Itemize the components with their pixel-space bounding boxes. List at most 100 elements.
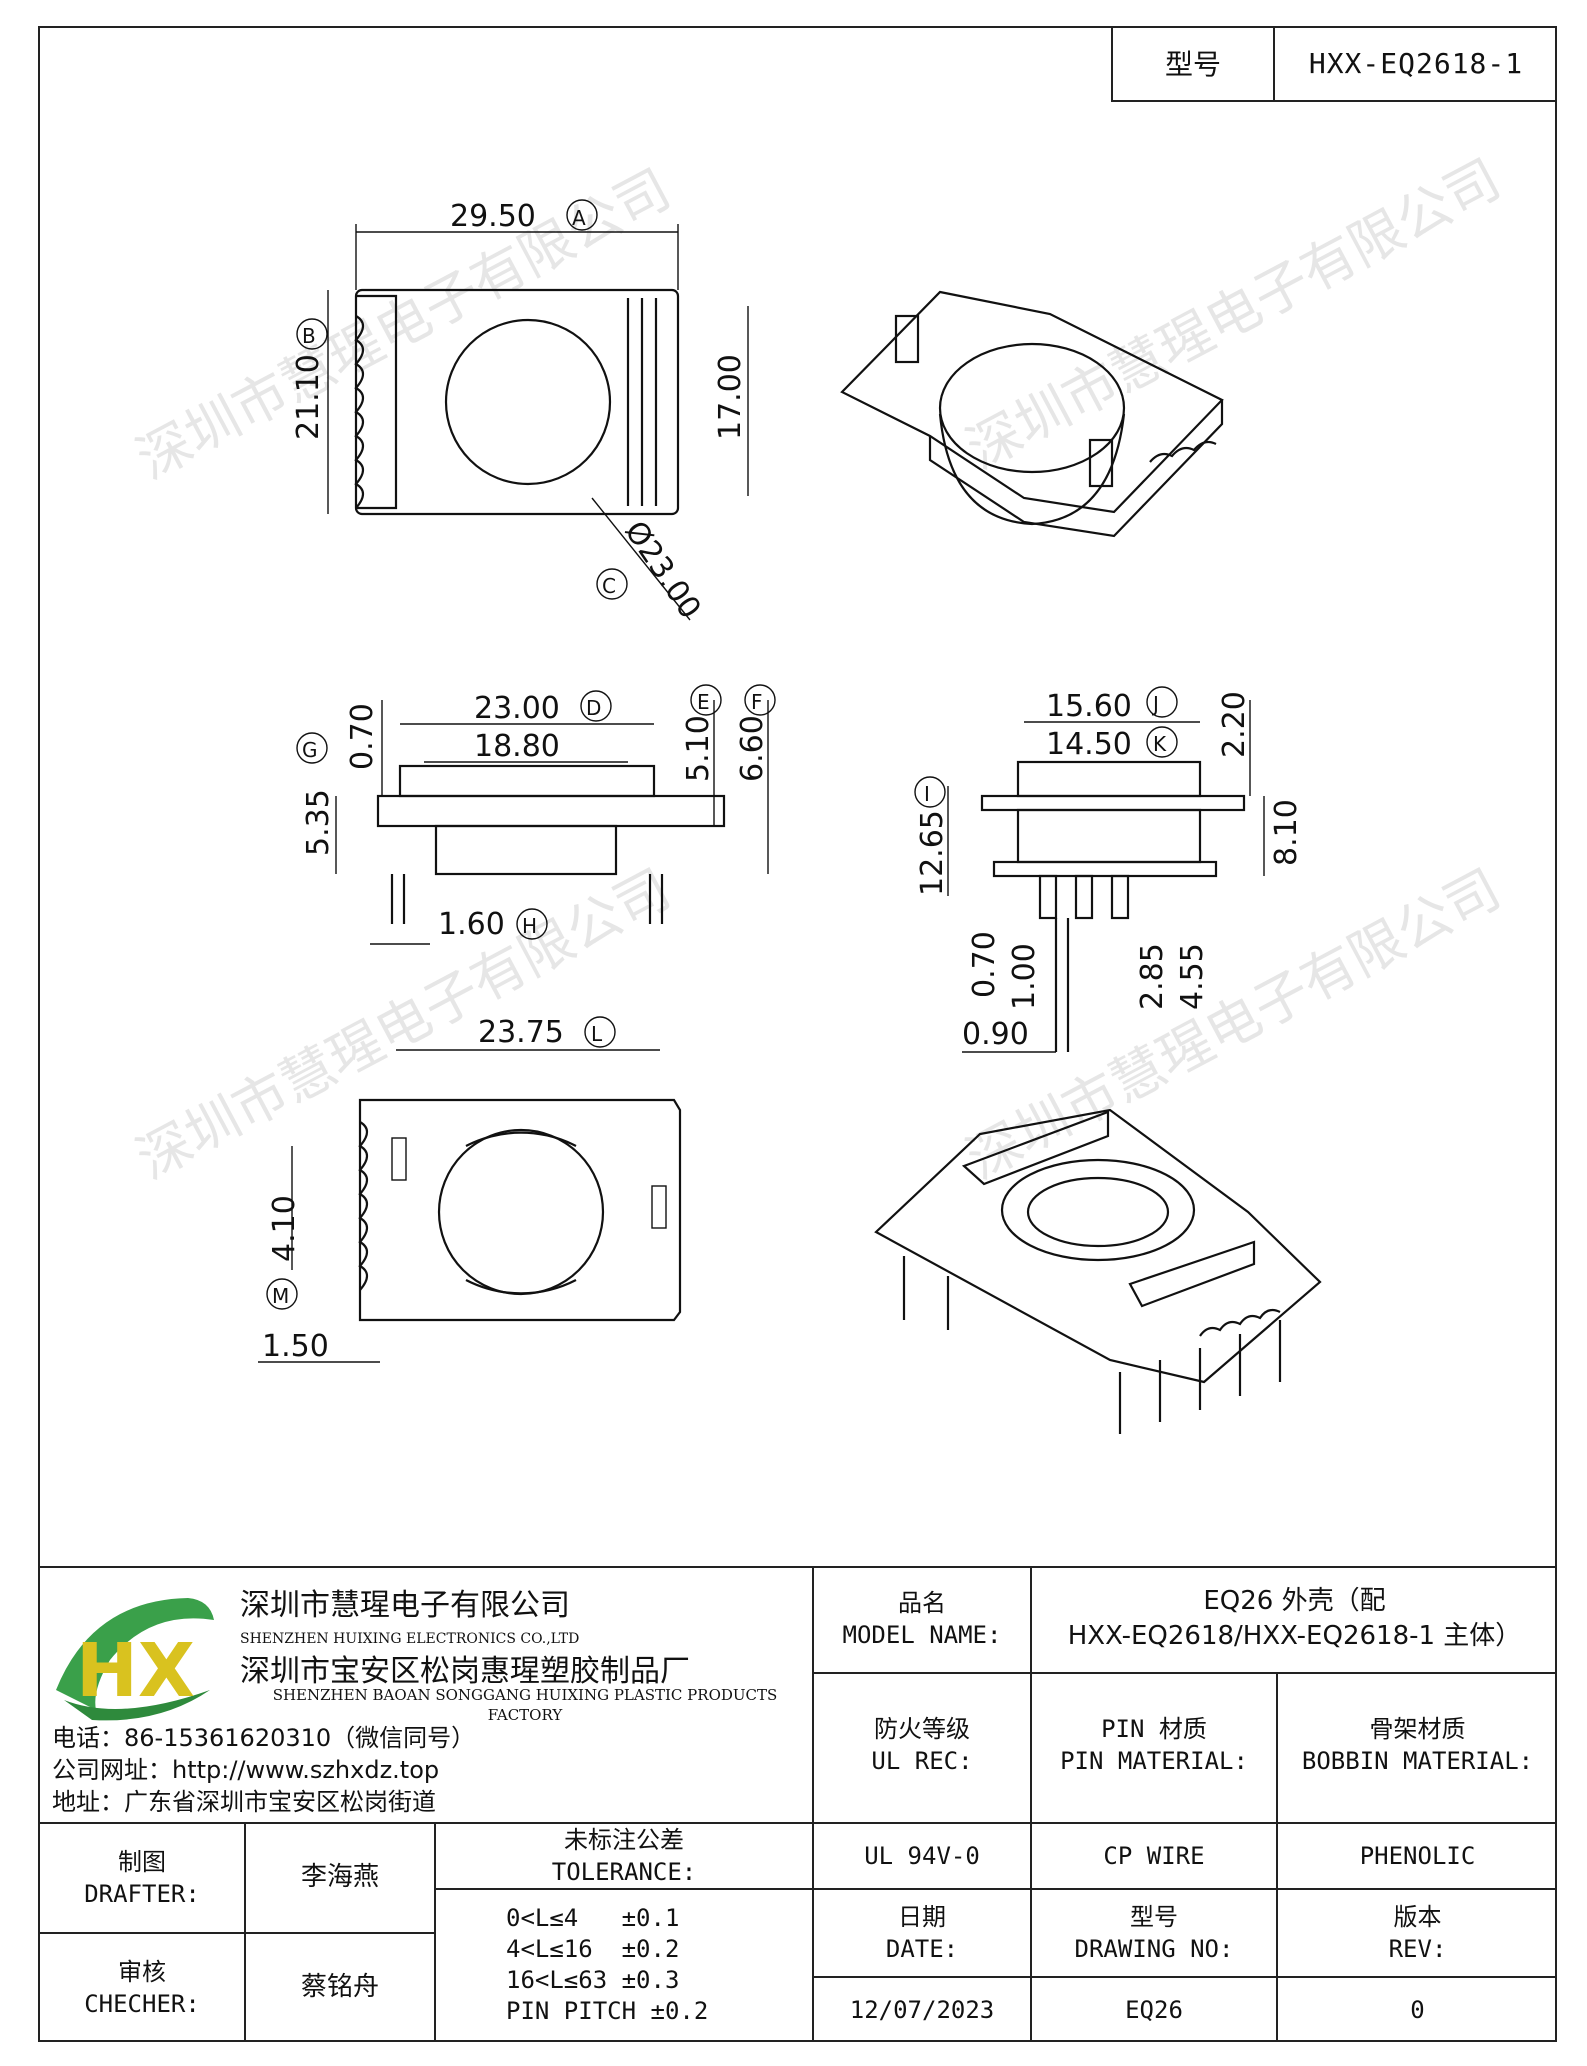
tb-line	[812, 1888, 1557, 1890]
company-website: 公司网址：http://www.szhxdz.top	[52, 1755, 440, 1784]
dim-g: 5.35	[301, 789, 336, 856]
drawing-label-cn: 型号	[1130, 1902, 1178, 1931]
tag-b: B	[302, 324, 316, 348]
dim-d: 23.00	[474, 691, 560, 726]
dim-100: 1.00	[1007, 943, 1042, 1010]
tag-c: C	[602, 574, 616, 598]
factory-name-cn: 深圳市宝安区松岗惠瑆塑胶制品厂	[240, 1653, 690, 1689]
tag-k: K	[1153, 732, 1167, 756]
model-name-value-1: EQ26 外壳（配	[1203, 1585, 1386, 1616]
date-label: 日期 DATE:	[814, 1890, 1030, 1976]
tb-vline	[244, 1822, 246, 2042]
tag-l: L	[591, 1022, 603, 1046]
drawing-sheet	[38, 26, 1557, 2042]
dim-i: 12.65	[915, 810, 950, 896]
dim-e: 5.10	[681, 715, 716, 782]
model-label: 型号	[1113, 26, 1275, 100]
dim-h: 1.60	[438, 907, 505, 942]
ul-value: UL 94V-0	[864, 1841, 980, 1870]
tag-i: I	[924, 782, 930, 806]
dim-150: 1.50	[262, 1329, 329, 1364]
model-name-label: 品名 MODEL NAME:	[814, 1578, 1030, 1660]
front-view: 23.00 D 18.80 0.70 5.10 E 6.60 F 5.35 G …	[296, 684, 776, 945]
company-logo: HX	[56, 1598, 214, 1721]
dim-m: 4.10	[267, 1195, 302, 1262]
drafter-label-en: DRAFTER:	[84, 1880, 200, 1908]
pin-material-label: PIN 材质 PIN MATERIAL:	[1032, 1700, 1276, 1790]
dim-070b: 0.70	[967, 931, 1002, 998]
model-name-label-cn: 品名	[898, 1588, 946, 1617]
bobbin-label-en: BOBBIN MATERIAL:	[1301, 1747, 1534, 1775]
ul-label-en: UL REC:	[871, 1747, 973, 1775]
isometric-bottom-view	[874, 1108, 1322, 1434]
drafter-value: 李海燕	[300, 1862, 379, 1893]
company-address: 地址：广东省深圳市宝安区松岗街道	[52, 1787, 436, 1816]
tb-line	[434, 1888, 812, 1890]
dim-j: 15.60	[1046, 689, 1132, 724]
dim-285: 2.85	[1135, 943, 1170, 1010]
pin-value: CP WIRE	[1103, 1841, 1205, 1870]
dim-810: 8.10	[1269, 799, 1304, 866]
dim-l: 23.75	[478, 1015, 564, 1050]
model-name-value-2: HXX-EQ2618/HXX-EQ2618-1 主体）	[1067, 1621, 1522, 1651]
drawing-label-en: DRAWING NO:	[1074, 1935, 1234, 1963]
ul-label-cn: 防火等级	[874, 1714, 970, 1743]
drafter-label-cn: 制图	[118, 1847, 166, 1876]
dim-f: 6.60	[735, 715, 770, 782]
tb-line	[38, 1822, 1557, 1824]
isometric-top-view	[840, 290, 1224, 538]
tb-vline	[434, 1822, 436, 2042]
rev-label: 版本 REV:	[1278, 1890, 1557, 1976]
watermarks: 深圳市慧瑆电子有限公司 深圳市慧瑆电子有限公司 深圳市慧瑆电子有限公司 深圳市慧…	[127, 147, 1511, 1191]
pin-label-cn: PIN 材质	[1101, 1714, 1207, 1743]
dim-17: 17.00	[713, 354, 748, 440]
tolerance-row-1: 0<L≤4 ±0.1	[506, 1903, 680, 1932]
bobbin-value: PHENOLIC	[1359, 1841, 1476, 1870]
tag-d: D	[586, 696, 601, 720]
tolerance-row-3: 16<L≤63 ±0.3	[506, 1966, 680, 1994]
side-view: 15.60 J 14.50 K 2.20 8.10 12.65 I 0.70 1…	[914, 686, 1304, 1053]
watermark-2: 深圳市慧瑆电子有限公司	[957, 147, 1511, 481]
dim-455: 4.55	[1175, 943, 1210, 1010]
model-value: HXX-EQ2618-1	[1308, 46, 1524, 80]
tag-a: A	[572, 206, 586, 230]
bobbin-material-label: 骨架材质 BOBBIN MATERIAL:	[1278, 1700, 1557, 1790]
tb-line	[38, 1932, 434, 1934]
tag-f: F	[751, 690, 763, 714]
checker-label-cn: 审核	[118, 1957, 166, 1986]
dim-090: 0.90	[962, 1017, 1029, 1052]
bobbin-label-cn: 骨架材质	[1369, 1714, 1466, 1743]
ul-rec-label: 防火等级 UL REC:	[814, 1700, 1030, 1790]
dim-1880: 18.80	[474, 729, 560, 764]
checker-value: 蔡铭舟	[300, 1972, 379, 2003]
factory-name-en: SHENZHEN BAOAN SONGGANG HUIXING PLASTIC …	[272, 1685, 778, 1724]
dim-c: Ø23.00	[617, 515, 707, 625]
company-name-en: SHENZHEN HUIXING ELECTRONICS CO.,LTD	[240, 1630, 580, 1647]
tag-g: G	[302, 738, 318, 762]
tb-vline	[1276, 1672, 1278, 2042]
tolerance-label-en: TOLERANCE:	[551, 1858, 697, 1886]
tag-e: E	[697, 690, 710, 714]
model-header-box: 型号 HXX-EQ2618-1	[1111, 26, 1557, 102]
pin-label-en: PIN MATERIAL:	[1060, 1747, 1248, 1775]
company-phone: 电话：86-15361620310（微信同号）	[52, 1723, 476, 1752]
tb-vline	[1030, 1566, 1032, 2042]
dim-220: 2.20	[1217, 691, 1252, 758]
tb-line	[812, 1672, 1557, 1674]
rev-label-cn: 版本	[1393, 1902, 1442, 1931]
date-value: 12/07/2023	[849, 1995, 995, 2024]
checker-label-en: CHECHER:	[84, 1990, 200, 2018]
tag-j: J	[1151, 692, 1159, 716]
drawing-no-value: EQ26	[1125, 1995, 1183, 2024]
tolerance-row-4: PIN PITCH ±0.2	[506, 1997, 709, 2026]
tolerance-row-2: 4<L≤16 ±0.2	[506, 1934, 680, 1963]
checker-label: 审核 CHECHER:	[40, 1934, 244, 2042]
dim-a: 29.50	[450, 199, 536, 234]
company-name-cn: 深圳市慧瑆电子有限公司	[240, 1587, 570, 1623]
dim-070a: 0.70	[345, 703, 380, 770]
date-label-cn: 日期	[898, 1902, 946, 1931]
tag-h: H	[522, 914, 537, 938]
tb-vline	[812, 1566, 814, 2042]
tag-m: M	[272, 1284, 289, 1308]
